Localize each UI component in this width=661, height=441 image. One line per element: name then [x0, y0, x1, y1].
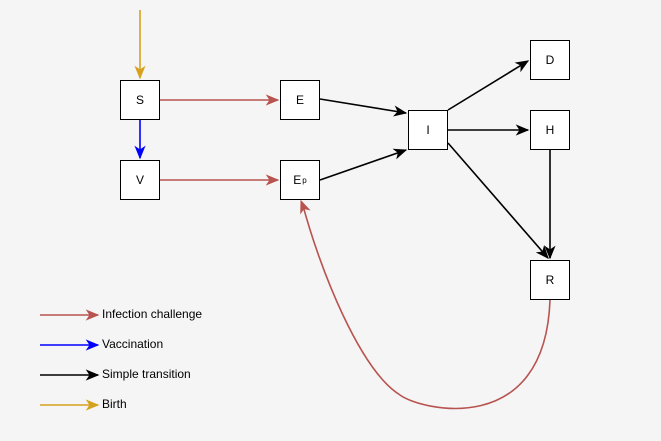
node-ep-subscript: p: [302, 175, 307, 185]
node-d[interactable]: D: [530, 40, 570, 80]
edge-v-to-ep-arrowhead: [265, 174, 280, 186]
edge-s-to-e-arrowhead: [265, 94, 280, 106]
node-v-label: V: [135, 173, 144, 187]
node-v[interactable]: V: [120, 160, 160, 200]
legend-birth-arrow-arrowhead: [85, 399, 100, 411]
legend-transition-label: Simple transition: [102, 367, 191, 381]
node-s-label: S: [135, 93, 144, 107]
legend-infection-arrow-arrowhead: [85, 309, 100, 321]
node-r[interactable]: R: [530, 260, 570, 300]
node-i-label: I: [426, 123, 430, 137]
edge-h-to-r-arrowhead: [544, 245, 556, 260]
edge-e-to-i-arrowhead: [392, 105, 408, 117]
edge-s-to-v-arrowhead: [134, 145, 146, 160]
node-e[interactable]: E: [280, 80, 320, 120]
node-ep-label: E: [293, 173, 302, 187]
edge-i-to-r-arrowhead: [535, 245, 549, 259]
edge-i-to-d-arrowhead: [514, 60, 530, 73]
node-d-label: D: [545, 53, 555, 67]
legend-transition-arrow-arrowhead: [85, 369, 100, 381]
legend-vaccination-arrow-arrowhead: [85, 339, 100, 351]
edge-e-to-i[interactable]: [319, 98, 407, 114]
edge-r-to-ep[interactable]: [301, 201, 551, 410]
legend-birth-label: Birth: [102, 397, 127, 411]
node-h[interactable]: H: [530, 110, 570, 150]
edge-i-to-h-arrowhead: [515, 124, 530, 136]
edge-i-to-r[interactable]: [447, 142, 549, 259]
node-s[interactable]: S: [120, 80, 160, 120]
node-r-label: R: [545, 273, 555, 287]
node-e-label: E: [295, 93, 304, 107]
node-h-label: H: [545, 123, 555, 137]
legend-infection-label: Infection challenge: [102, 307, 203, 321]
edge-ep-to-i[interactable]: [319, 149, 407, 181]
edge-i-to-d[interactable]: [447, 60, 529, 111]
edge-r-to-ep-arrowhead: [300, 199, 311, 215]
node-i[interactable]: I: [408, 110, 448, 150]
edge-ep-to-i-arrowhead: [392, 148, 408, 160]
legend-vaccination-label: Vaccination: [102, 337, 164, 351]
edge-birth-to-s-arrowhead: [134, 65, 146, 80]
